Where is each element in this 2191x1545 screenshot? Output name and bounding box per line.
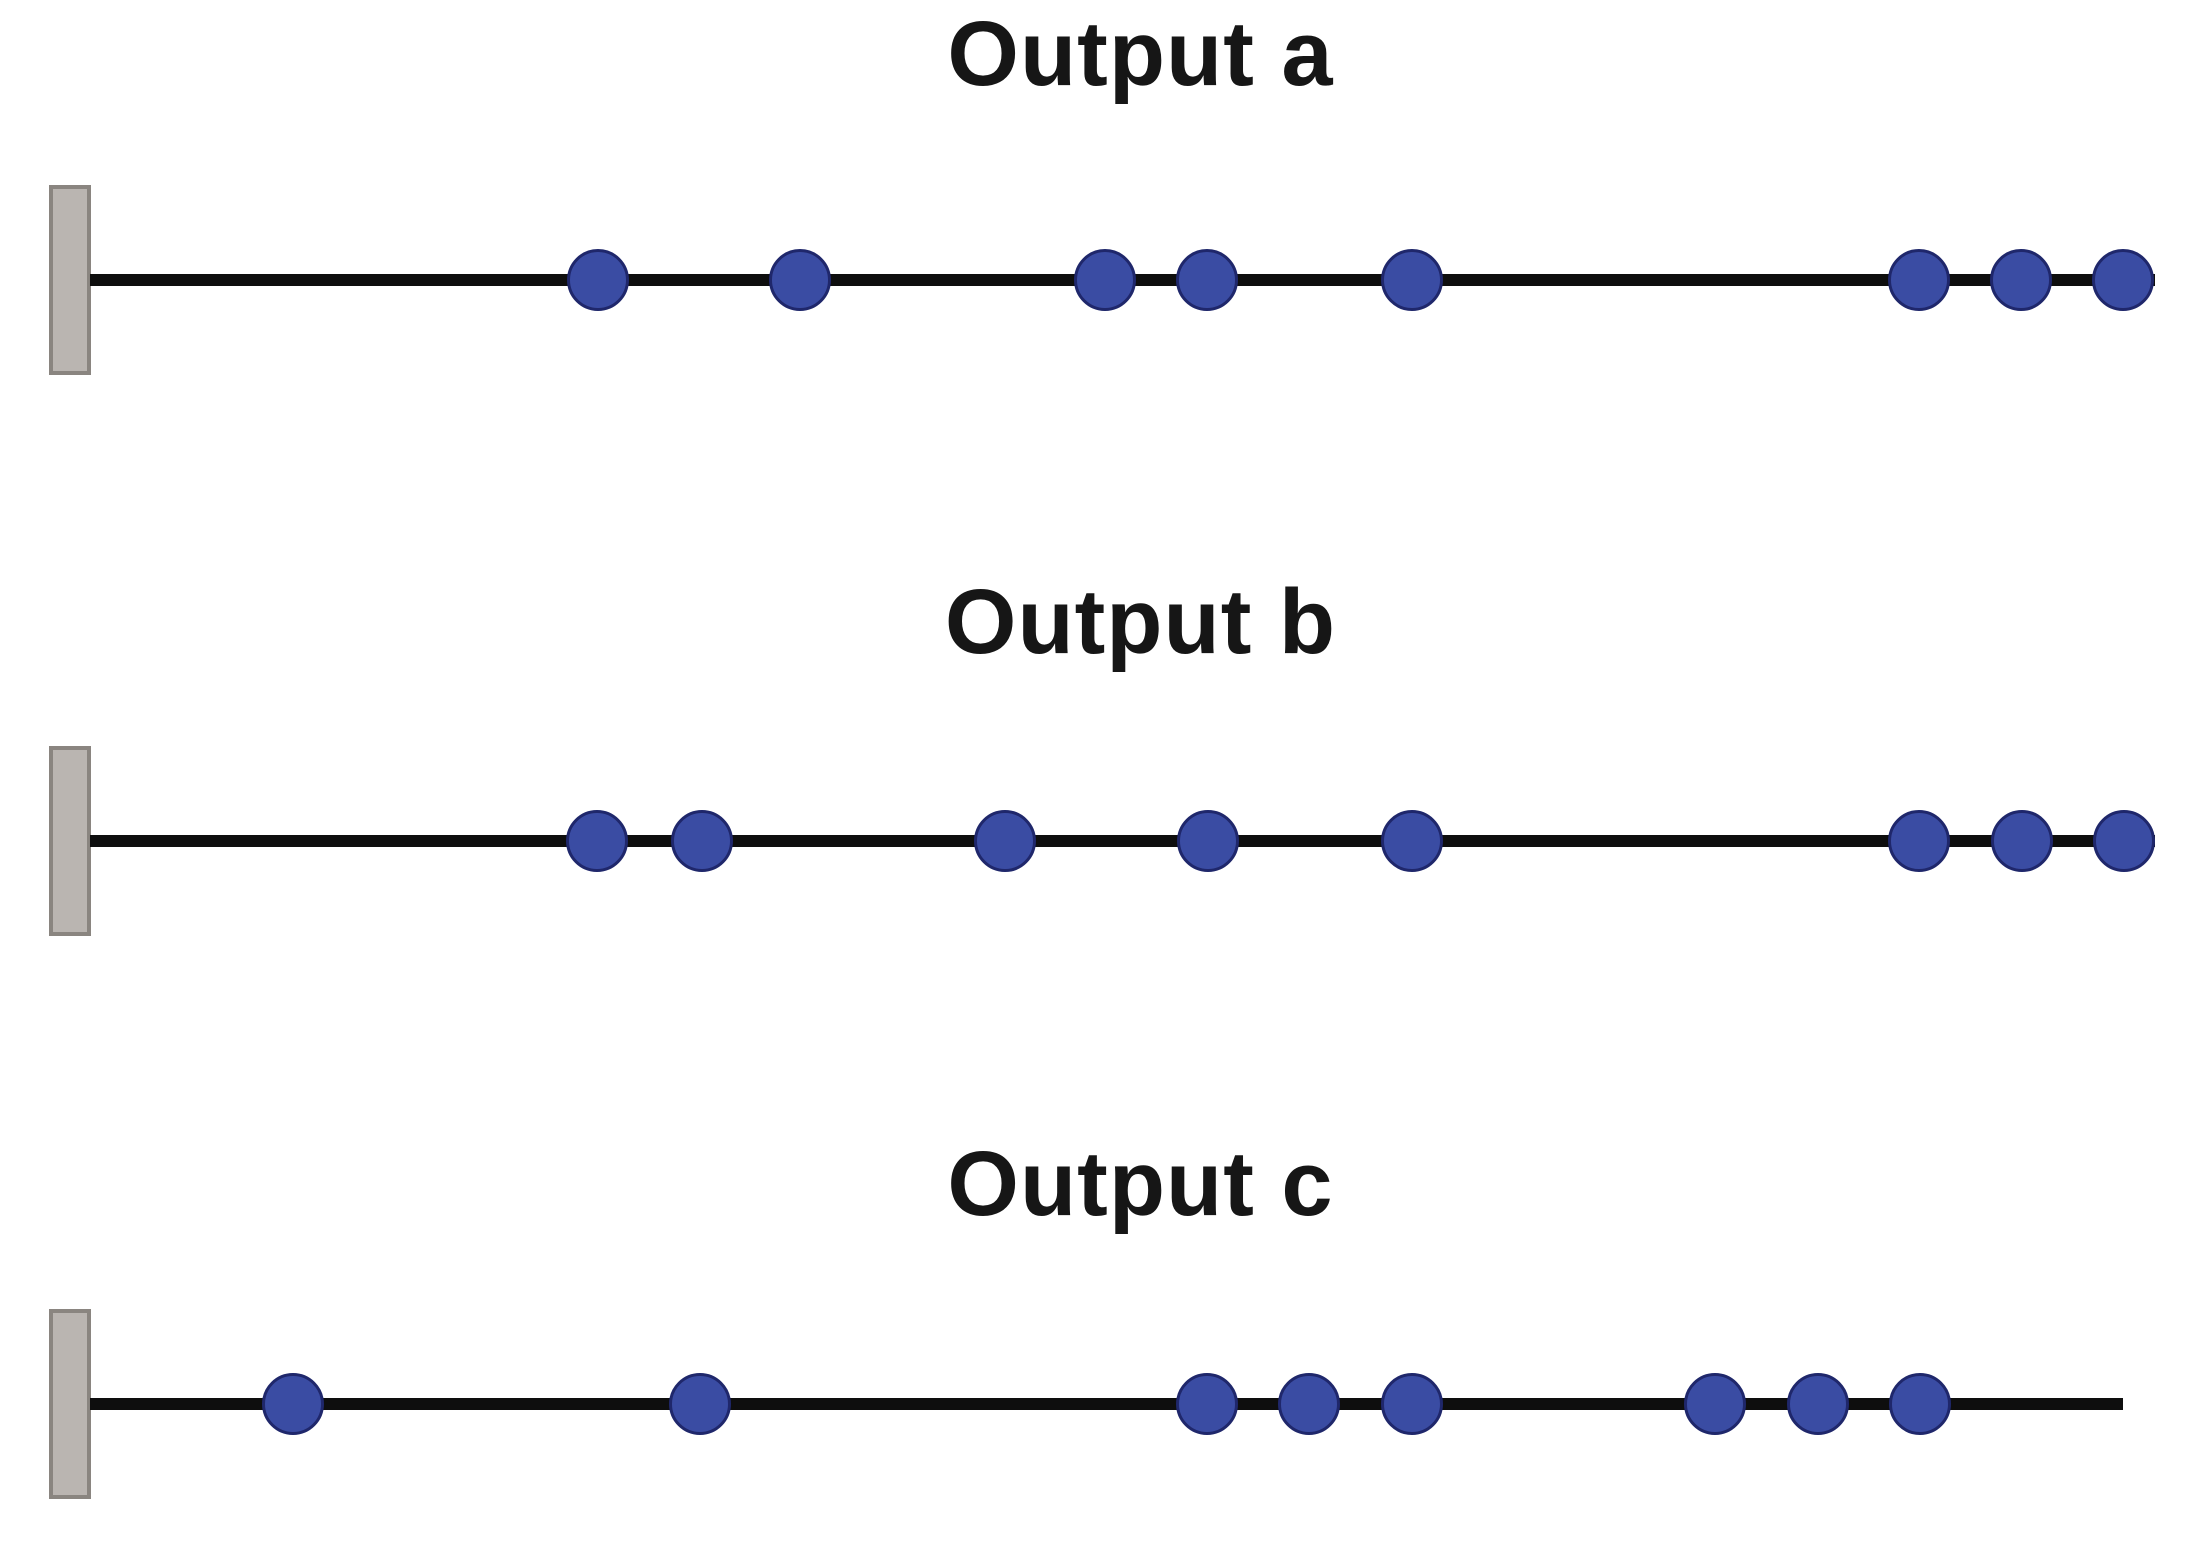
- event-dot: [1787, 1373, 1849, 1435]
- timeline-start-bar: [49, 746, 91, 936]
- event-dot: [1889, 1373, 1951, 1435]
- event-dot: [1278, 1373, 1340, 1435]
- row-title-a: Output a: [947, 3, 1334, 105]
- event-dot: [1074, 249, 1136, 311]
- event-dot: [567, 249, 629, 311]
- event-dot: [1176, 249, 1238, 311]
- event-dot: [1381, 1373, 1443, 1435]
- timeline-start-bar: [49, 185, 91, 375]
- event-dot: [671, 810, 733, 872]
- event-dot: [974, 810, 1036, 872]
- event-dot: [1177, 810, 1239, 872]
- event-dot: [1684, 1373, 1746, 1435]
- event-dot: [1888, 249, 1950, 311]
- event-dot: [2093, 810, 2155, 872]
- event-dot: [1176, 1373, 1238, 1435]
- event-dot: [566, 810, 628, 872]
- event-dot: [1991, 810, 2053, 872]
- event-dot: [1381, 249, 1443, 311]
- timeline-line: [90, 1398, 2123, 1410]
- event-dot: [669, 1373, 731, 1435]
- event-dot: [1990, 249, 2052, 311]
- event-dot: [2092, 249, 2154, 311]
- event-dot: [262, 1373, 324, 1435]
- timeline-line: [90, 835, 2155, 847]
- event-dot: [1381, 810, 1443, 872]
- row-title-c: Output c: [947, 1133, 1334, 1235]
- timeline-start-bar: [49, 1309, 91, 1499]
- row-title-b: Output b: [944, 571, 1337, 673]
- event-dot: [1888, 810, 1950, 872]
- event-dot: [769, 249, 831, 311]
